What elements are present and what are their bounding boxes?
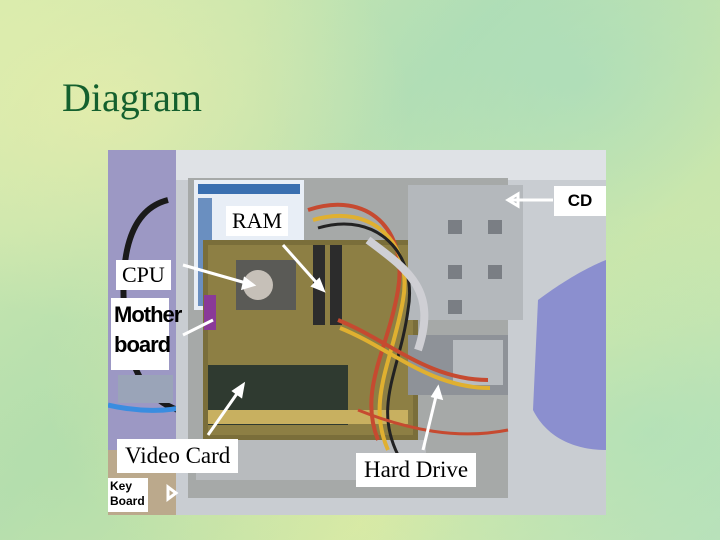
- label-keyboard-line2: Board: [110, 494, 145, 508]
- label-motherboard: Mother board: [111, 298, 182, 370]
- label-video-card: Video Card: [117, 439, 239, 473]
- label-ram: RAM: [226, 206, 289, 236]
- label-motherboard-line2: board: [114, 332, 171, 357]
- label-keyboard-line1: Key: [110, 479, 133, 493]
- label-cpu: CPU: [116, 260, 171, 290]
- label-motherboard-line1: Mother: [114, 302, 182, 327]
- computer-photo: RAM CPU Mother board Video Card Hard Dri…: [108, 150, 606, 515]
- label-cd: CD: [554, 186, 606, 216]
- slide-title: Diagram: [62, 75, 202, 120]
- label-hard-drive: Hard Drive: [356, 453, 477, 487]
- label-keyboard: Key Board: [108, 478, 148, 512]
